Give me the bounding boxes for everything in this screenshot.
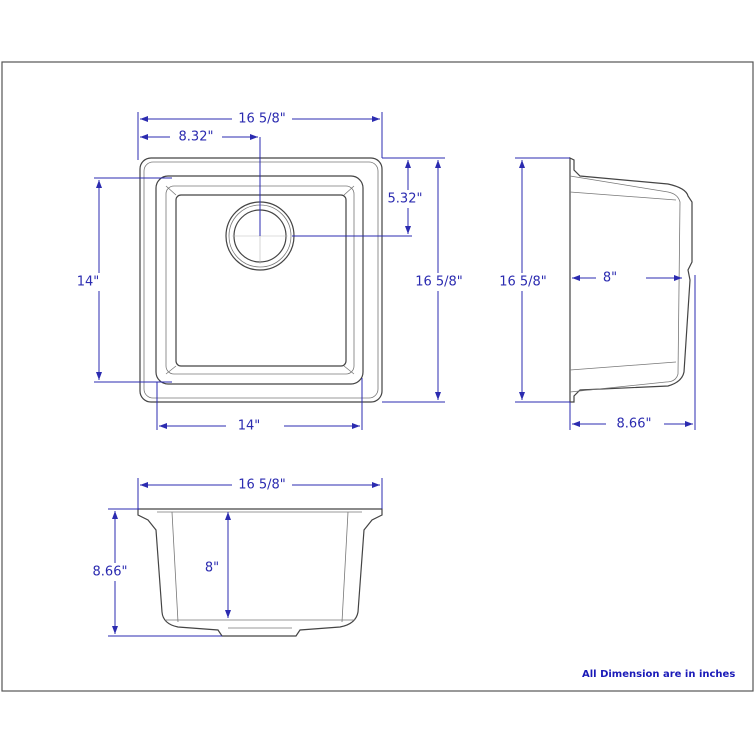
side-view: 16 5/8" 8" 8.66" [496, 157, 696, 433]
dim-bowl-width: 14" [238, 419, 261, 434]
top-view: 16 5/8" 8.32" 5.32" 16 5/8" 14" 14" [74, 110, 466, 435]
dim-front-width: 16 5/8" [238, 478, 286, 493]
sink-rim-outline [139, 157, 383, 403]
dim-front-height: 8.66" [93, 565, 128, 580]
dim-side-inner-depth: 8" [603, 271, 617, 286]
front-view: 16 5/8" 8.66" 8" [86, 476, 383, 637]
dim-drain-offset-x: 8.32" [179, 130, 214, 145]
dim-side-height: 8.66" [617, 417, 652, 432]
dim-top-width: 16 5/8" [238, 112, 286, 127]
dim-drain-offset-y: 5.32" [388, 192, 423, 207]
dim-bowl-depth: 14" [77, 275, 100, 290]
units-note: All Dimension are in inches [582, 669, 735, 680]
dim-top-depth: 16 5/8" [415, 275, 463, 290]
dim-side-length: 16 5/8" [499, 275, 547, 290]
drawing-frame [1, 61, 754, 692]
dim-front-inner-depth: 8" [205, 561, 219, 576]
side-profile [569, 157, 693, 403]
front-profile [137, 508, 383, 637]
